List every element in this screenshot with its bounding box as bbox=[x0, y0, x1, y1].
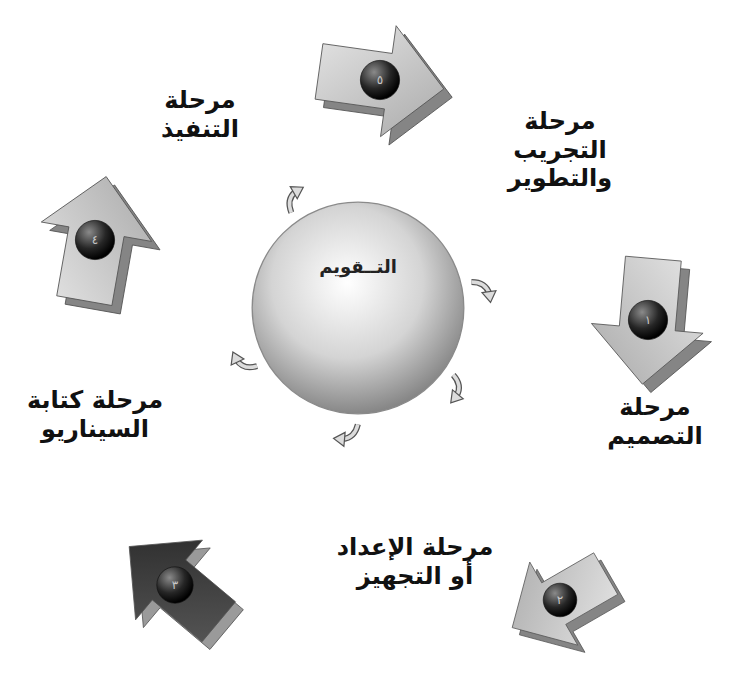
number-ball bbox=[628, 300, 667, 339]
stage-label: مرحلة كتابة السيناريو bbox=[15, 386, 175, 444]
arrow-face bbox=[29, 167, 161, 311]
stage-arrow: ٣مرحلة كتابة السيناريو bbox=[110, 520, 240, 650]
stage-arrow: ٢مرحلة الإعداد أو التجهيز bbox=[500, 540, 620, 660]
callout-number: ١ bbox=[645, 314, 651, 326]
stage-label: مرحلة التصميم bbox=[590, 393, 720, 451]
stage-label: مرحلة التجريب والتطوير bbox=[498, 107, 623, 193]
stage-label: مرحلة الإعداد أو التجهيز bbox=[330, 533, 500, 591]
callout-number: ٤ bbox=[92, 234, 98, 246]
evaluation-sphere: التــقويم bbox=[250, 200, 466, 416]
small-curved-arrows bbox=[227, 181, 498, 447]
stage-label: مرحلة التنفيذ bbox=[135, 86, 265, 144]
number-ball bbox=[543, 583, 577, 617]
arrow-face bbox=[488, 532, 630, 669]
number-ball bbox=[157, 567, 193, 603]
stage-arrow: ٥مرحلة التجريب والتطوير bbox=[305, 10, 455, 150]
center-title: التــقويم bbox=[250, 256, 466, 277]
arrow-side bbox=[495, 539, 637, 674]
sphere-shape bbox=[250, 200, 466, 416]
arrow-face bbox=[587, 254, 710, 389]
number-ball bbox=[360, 60, 399, 99]
stage-arrow: ١مرحلة التصميم bbox=[578, 250, 718, 390]
arrow-face bbox=[311, 16, 451, 144]
stage-arrow: ٤مرحلة التنفيذ bbox=[25, 170, 165, 310]
number-ball bbox=[75, 220, 114, 259]
callout-number: ٢ bbox=[557, 594, 563, 606]
callout-number: ٥ bbox=[377, 74, 383, 86]
sphere-fill bbox=[252, 202, 464, 414]
callout-number: ٣ bbox=[172, 579, 178, 591]
arrow-face bbox=[96, 507, 252, 662]
arrow-side bbox=[104, 515, 260, 670]
